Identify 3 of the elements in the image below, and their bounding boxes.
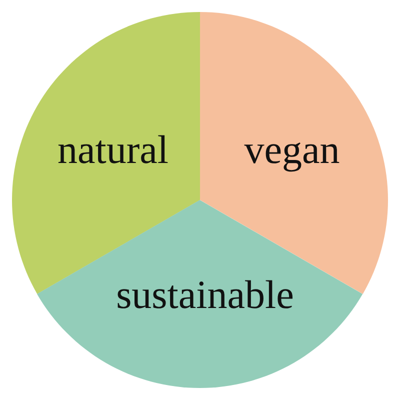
sector-label: sustainable (116, 275, 294, 315)
sector-label: natural (57, 130, 169, 170)
sector-label: vegan (244, 130, 340, 170)
